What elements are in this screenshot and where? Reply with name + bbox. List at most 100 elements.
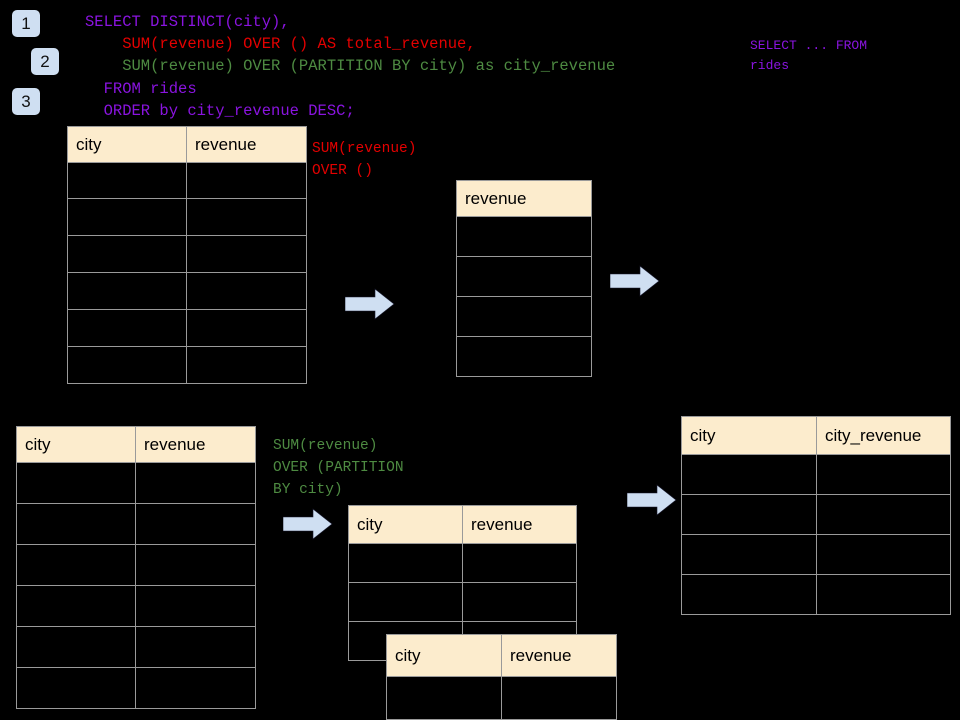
- table-row: [456, 256, 592, 297]
- table-cell: [816, 494, 951, 535]
- partition-group-table-front: city revenue: [386, 634, 617, 720]
- table-cell: [16, 667, 136, 709]
- column-header-city: city: [681, 416, 817, 455]
- table-cell: [456, 256, 592, 297]
- table-cell: [67, 162, 187, 199]
- table-header-row: city revenue: [16, 426, 256, 463]
- table-row: [67, 309, 307, 347]
- rides-source-table-partitioned: city revenue: [16, 426, 256, 709]
- table-cell: [67, 272, 187, 310]
- sql-line-from-rides: FROM rides: [85, 80, 197, 98]
- table-row: [67, 272, 307, 310]
- table-row: [456, 216, 592, 257]
- table-row: [681, 494, 951, 535]
- column-header-revenue: revenue: [456, 180, 592, 217]
- table-cell: [186, 162, 307, 199]
- step-badge-3-label: 3: [21, 92, 31, 111]
- rides-source-table: city revenue: [67, 126, 307, 384]
- column-header-city: city: [386, 634, 502, 677]
- table-row: [681, 454, 951, 495]
- table-cell: [135, 626, 256, 668]
- sql-line-select-distinct: SELECT DISTINCT(city),: [85, 13, 290, 31]
- sql-line-order-by: ORDER by city_revenue DESC;: [85, 102, 355, 120]
- table-row: [681, 534, 951, 575]
- table-header-row: city revenue: [67, 126, 307, 163]
- table-row: [386, 676, 617, 720]
- table-cell: [681, 454, 817, 495]
- table-cell: [135, 544, 256, 586]
- step-badge-2: 2: [31, 48, 59, 75]
- arrow-rides-to-partition: [283, 508, 333, 540]
- step-badge-2-label: 2: [40, 52, 50, 71]
- table-row: [16, 585, 256, 627]
- table-cell: [186, 272, 307, 310]
- table-cell: [386, 676, 502, 720]
- total-revenue-table: revenue: [456, 180, 592, 377]
- arrow-total-revenue-to-right: [610, 265, 660, 297]
- table-cell: [456, 216, 592, 257]
- table-cell: [186, 346, 307, 384]
- arrow-rides-to-total-revenue: [345, 288, 395, 320]
- column-header-revenue: revenue: [501, 634, 617, 677]
- step-badge-3: 3: [12, 88, 40, 115]
- table-header-row: city revenue: [348, 505, 577, 544]
- table-cell: [816, 574, 951, 615]
- table-cell: [67, 309, 187, 347]
- table-row: [67, 235, 307, 273]
- table-row: [456, 336, 592, 377]
- column-header-revenue: revenue: [135, 426, 256, 463]
- table-cell: [135, 667, 256, 709]
- table-cell: [67, 235, 187, 273]
- table-cell: [348, 582, 463, 622]
- table-row: [67, 162, 307, 199]
- annotation-sum-over-empty: SUM(revenue) OVER (): [312, 141, 417, 179]
- column-header-revenue: revenue: [462, 505, 577, 544]
- arrow-partition-to-result: [627, 484, 677, 516]
- table-cell: [16, 462, 136, 504]
- table-row: [16, 667, 256, 709]
- sql-line-sum-over-total: SUM(revenue) OVER () AS total_revenue,: [85, 35, 476, 53]
- table-cell: [501, 676, 617, 720]
- table-cell: [135, 462, 256, 504]
- table-row: [681, 574, 951, 615]
- table-cell: [816, 534, 951, 575]
- table-cell: [135, 503, 256, 545]
- table-cell: [135, 585, 256, 627]
- step-badge-1-label: 1: [21, 14, 31, 33]
- column-header-revenue: revenue: [186, 126, 307, 163]
- table-cell: [67, 198, 187, 236]
- table-cell: [681, 534, 817, 575]
- table-cell: [16, 626, 136, 668]
- table-row: [67, 198, 307, 236]
- table-cell: [456, 336, 592, 377]
- table-row: [16, 503, 256, 545]
- table-cell: [16, 503, 136, 545]
- table-cell: [462, 582, 577, 622]
- column-header-city: city: [16, 426, 136, 463]
- table-cell: [348, 543, 463, 583]
- sql-line-sum-over-partition: SUM(revenue) OVER (PARTITION BY city) as…: [85, 57, 616, 75]
- table-cell: [681, 574, 817, 615]
- column-header-city: city: [348, 505, 463, 544]
- table-header-row: city city_revenue: [681, 416, 951, 455]
- annotation-select-from-rides: SELECT ... FROM rides: [750, 38, 868, 73]
- table-row: [348, 582, 577, 622]
- table-row: [16, 626, 256, 668]
- table-row: [16, 544, 256, 586]
- table-row: [456, 296, 592, 337]
- table-cell: [186, 309, 307, 347]
- table-cell: [186, 235, 307, 273]
- table-cell: [186, 198, 307, 236]
- table-cell: [462, 543, 577, 583]
- table-cell: [456, 296, 592, 337]
- step-badge-1: 1: [12, 10, 40, 37]
- table-row: [67, 346, 307, 384]
- table-cell: [16, 544, 136, 586]
- table-row: [348, 543, 577, 583]
- table-cell: [16, 585, 136, 627]
- final-result-table: city city_revenue: [681, 416, 951, 615]
- table-cell: [681, 494, 817, 535]
- annotation-sum-over-partition: SUM(revenue) OVER (PARTITION BY city): [273, 438, 404, 498]
- table-cell: [67, 346, 187, 384]
